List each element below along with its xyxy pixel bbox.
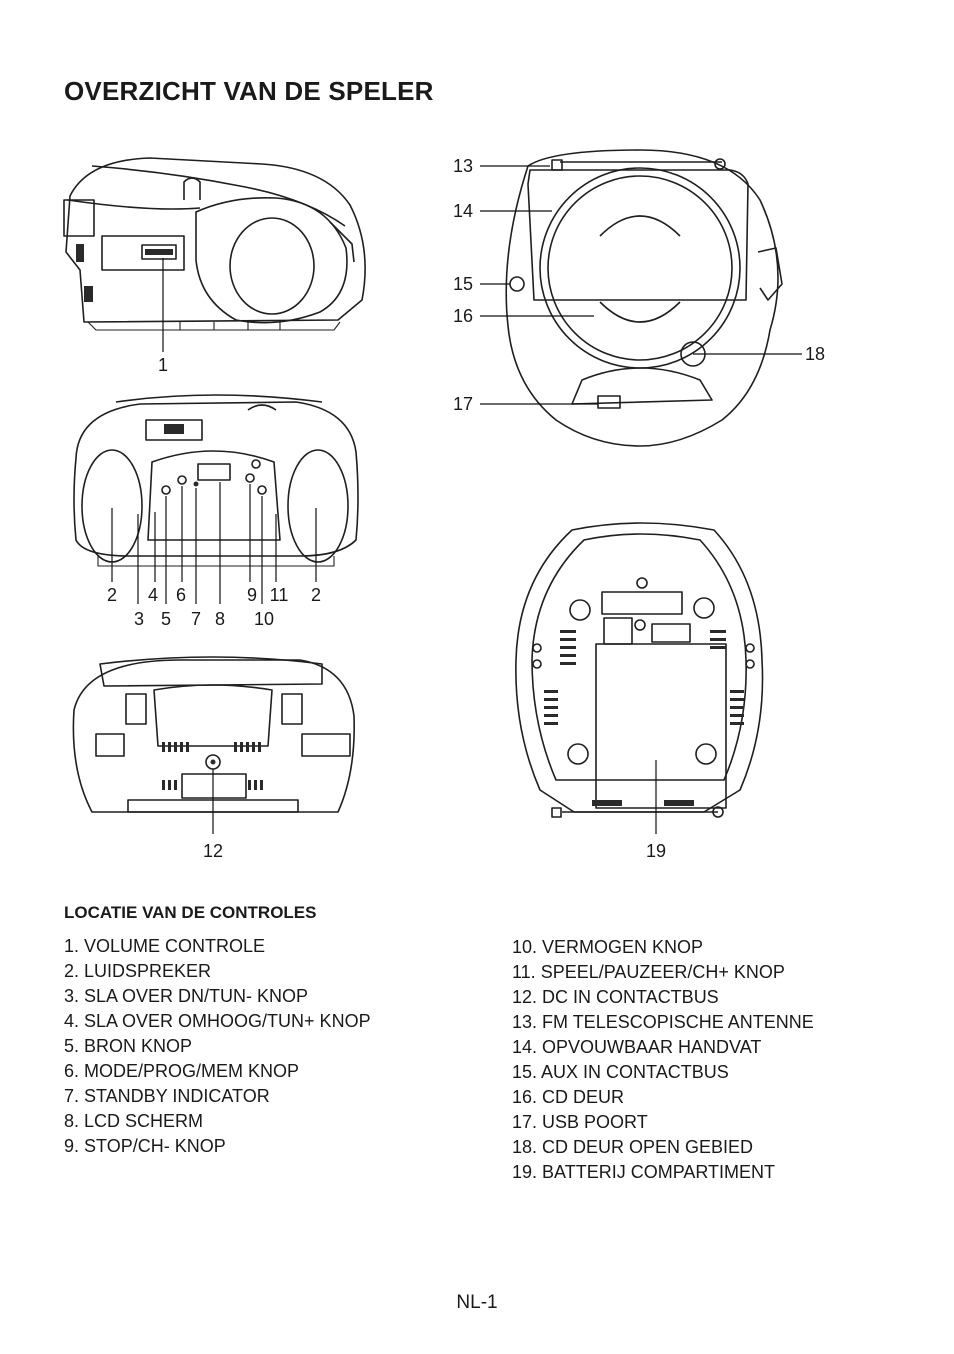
control-list-item: 12. DC IN CONTACTBUS bbox=[512, 987, 719, 1007]
control-list-item: 11. SPEEL/PAUZEER/CH+ KNOP bbox=[512, 962, 785, 982]
control-list-item: 14. OPVOUWBAAR HANDVAT bbox=[512, 1037, 762, 1057]
control-list-item: 6. MODE/PROG/MEM KNOP bbox=[64, 1061, 300, 1081]
control-list-item: 8. LCD SCHERM bbox=[64, 1111, 204, 1131]
controls-list-right: 10. VERMOGEN KNOP 11. SPEEL/PAUZEER/CH+ K… bbox=[512, 935, 814, 1185]
control-list-item: 4. SLA OVER OMHOOG/TUN+ KNOP bbox=[64, 1011, 371, 1031]
callout-label: 18 bbox=[805, 344, 825, 364]
bottom-view-drawing bbox=[515, 522, 764, 834]
control-list-item: 15. AUX IN CONTACTBUS bbox=[512, 1062, 729, 1082]
callout-label: 2 bbox=[311, 585, 321, 605]
callout-label: 14 bbox=[453, 201, 473, 221]
page-number: NL-1 bbox=[456, 1292, 498, 1313]
control-list-item: 10. VERMOGEN KNOP bbox=[512, 937, 704, 957]
page-title: OVERZICHT VAN DE SPELER bbox=[64, 76, 434, 106]
callout-label: 11 bbox=[270, 585, 289, 605]
callout-label: 7 bbox=[191, 609, 201, 629]
callout-label: 17 bbox=[453, 394, 473, 414]
callout-label: 5 bbox=[161, 609, 171, 629]
control-list-item: 5. BRON KNOP bbox=[64, 1036, 193, 1056]
control-list-item: 2. LUIDSPREKER bbox=[64, 961, 212, 981]
control-list-item: 9. STOP/CH- KNOP bbox=[64, 1136, 226, 1156]
callout-label: 2 bbox=[107, 585, 117, 605]
control-list-item: 16. CD DEUR bbox=[512, 1087, 625, 1107]
callout-label: 4 bbox=[148, 585, 158, 605]
control-list-item: 18. CD DEUR OPEN GEBIED bbox=[512, 1137, 754, 1157]
callout-label: 19 bbox=[646, 841, 666, 861]
callout-label: 15 bbox=[453, 274, 473, 294]
control-list-item: 13. FM TELESCOPISCHE ANTENNE bbox=[512, 1012, 814, 1032]
callout-label: 8 bbox=[215, 609, 225, 629]
callout-label: 9 bbox=[247, 585, 257, 605]
callout-label: 6 bbox=[176, 585, 186, 605]
control-list-item: 17. USB POORT bbox=[512, 1112, 648, 1132]
control-list-item: 3. SLA OVER DN/TUN- KNOP bbox=[64, 986, 309, 1006]
callout-label: 1 bbox=[158, 355, 168, 375]
callout-label: 12 bbox=[203, 841, 223, 861]
callout-label: 10 bbox=[254, 609, 274, 629]
control-list-item: 7. STANDBY INDICATOR bbox=[64, 1086, 270, 1106]
section-heading: LOCATIE VAN DE CONTROLES bbox=[64, 903, 317, 922]
callout-label: 16 bbox=[453, 306, 473, 326]
side-view-drawing bbox=[63, 157, 366, 352]
front-view-drawing bbox=[73, 394, 359, 604]
controls-list-left: 1. VOLUME CONTROLE 2. LUIDSPREKER 3. SLA O… bbox=[64, 934, 371, 1159]
callout-label: 13 bbox=[453, 156, 473, 176]
top-view-drawing bbox=[480, 149, 802, 447]
control-list-item: 1. VOLUME CONTROLE bbox=[64, 936, 266, 956]
player-overview-diagram: 1 2 3 4 5 6 7 8 9 10 11 2 12 13 14 15 16… bbox=[63, 149, 825, 861]
rear-view-drawing bbox=[72, 656, 355, 834]
callout-label: 3 bbox=[134, 609, 144, 629]
control-list-item: 19. BATTERIJ COMPARTIMENT bbox=[512, 1162, 776, 1182]
